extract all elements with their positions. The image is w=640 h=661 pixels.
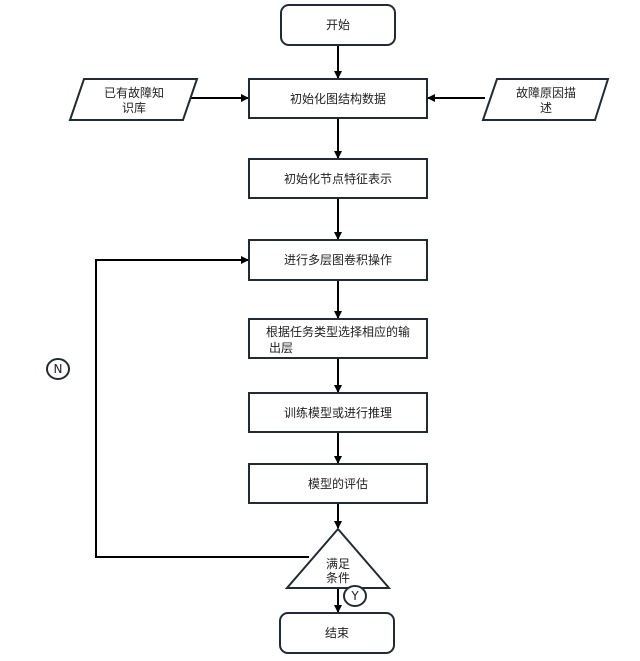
condition-label-line2: 条件 [326, 571, 350, 585]
init-nodes-label: 初始化节点特征表示 [284, 171, 392, 186]
output-layer-label-line2: 出层 [269, 341, 293, 355]
init-nodes-node: 初始化节点特征表示 [248, 158, 428, 199]
init-graph-node: 初始化图结构数据 [248, 78, 428, 119]
evaluate-label: 模型的评估 [308, 476, 368, 491]
cause-input-label-line2: 述 [540, 101, 552, 115]
graph-conv-label: 进行多层图卷积操作 [284, 252, 392, 267]
no-branch-marker: N [46, 358, 70, 380]
train-node: 训练模型或进行推理 [248, 392, 428, 433]
kb-input-label-line1: 已有故障知 [104, 85, 164, 100]
condition-node: 满足 条件 [284, 527, 392, 589]
evaluate-node: 模型的评估 [248, 463, 428, 504]
yes-branch-label: Y [350, 589, 359, 603]
yes-branch-marker: Y [343, 585, 367, 607]
end-node: 结束 [279, 612, 395, 654]
cause-input-label-line1: 故障原因描 [516, 85, 576, 100]
output-layer-node: 根据任务类型选择相应的输 出层 [248, 318, 428, 359]
arrow-condition-no-loop [95, 256, 309, 558]
kb-input-node: 已有故障知 识库 [68, 78, 199, 121]
start-label: 开始 [326, 18, 350, 32]
kb-input-label-line2: 识库 [122, 100, 146, 115]
condition-label-line1: 满足 [326, 557, 350, 571]
cause-input-node: 故障原因描 述 [481, 78, 610, 121]
end-label: 结束 [325, 626, 349, 640]
output-layer-label-line1: 根据任务类型选择相应的输 [266, 324, 410, 339]
train-label: 训练模型或进行推理 [284, 405, 392, 420]
init-graph-label: 初始化图结构数据 [290, 91, 386, 106]
graph-conv-node: 进行多层图卷积操作 [248, 239, 428, 281]
no-branch-label: N [54, 362, 63, 376]
start-node: 开始 [280, 4, 396, 46]
